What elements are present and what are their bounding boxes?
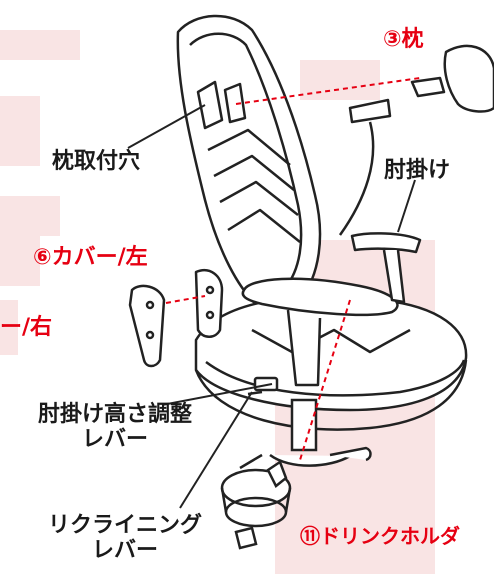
label-drink-holder: ⑪ドリンクホルダ <box>300 524 460 548</box>
label-armrest: 肘掛け <box>384 158 451 183</box>
drink-holder-part <box>220 460 292 550</box>
label-armrest-height-lever-line1: 肘掛け高さ調整 <box>37 402 192 427</box>
armrest-arm-part <box>338 98 392 236</box>
label-armrest-height-lever-line2: レバー <box>81 427 148 453</box>
leader-lines <box>127 104 416 509</box>
side-covers <box>128 269 224 368</box>
label-recline-lever-line1: リクライニング <box>47 513 202 538</box>
dashed-leaders <box>165 77 421 461</box>
label-cover-right: ー/右 <box>0 315 53 340</box>
label-armrest-height-lever: 肘掛け高さ調整 レバー <box>20 402 210 453</box>
label-pillow: ③枕 <box>383 27 424 52</box>
pillow-part <box>410 44 494 113</box>
chair-base <box>239 398 372 470</box>
label-recline-lever-line2: レバー <box>91 538 158 564</box>
armrest <box>241 232 422 387</box>
label-pillow-hole: 枕取付穴 <box>52 149 141 174</box>
label-recline-lever: リクライニング レバー <box>30 513 220 564</box>
label-cover-left: ⑥カバー/左 <box>33 245 148 270</box>
chair-backrest <box>176 14 322 312</box>
